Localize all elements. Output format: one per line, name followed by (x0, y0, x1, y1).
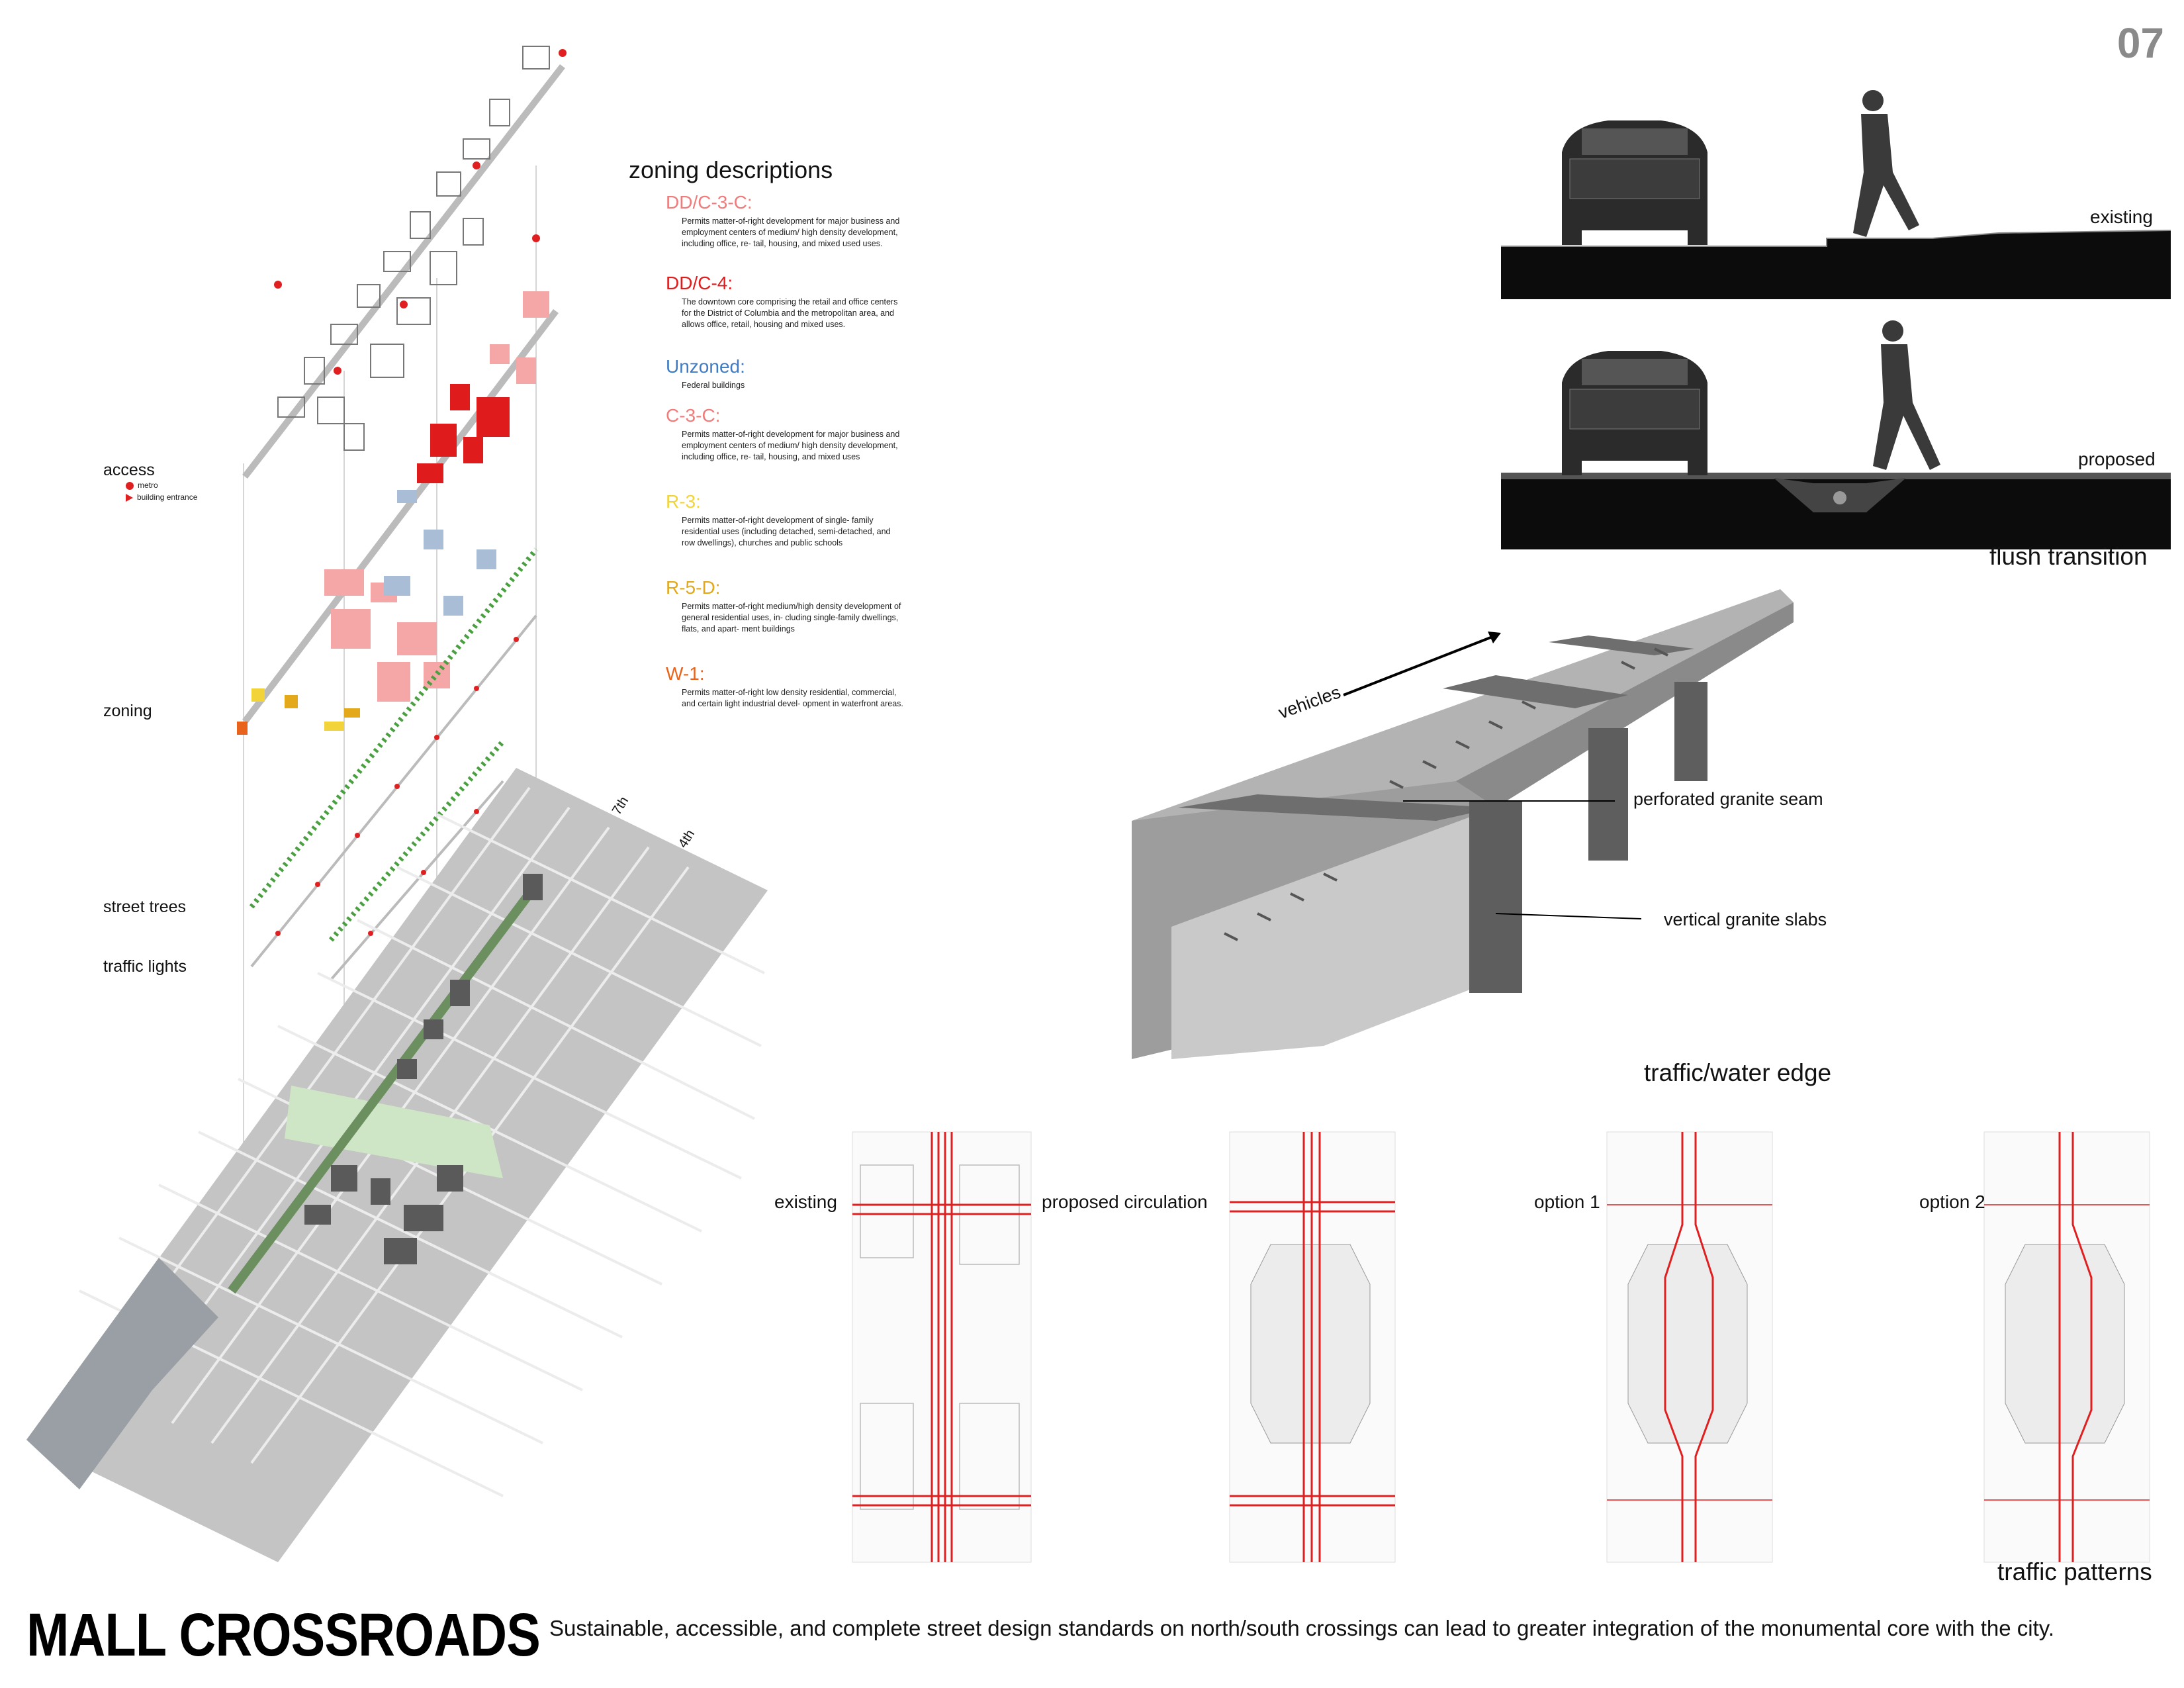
proposed-section-drawing (1501, 320, 2171, 549)
zone-description: Permits matter-of-right development of s… (682, 516, 891, 547)
building-entrance-icon (126, 493, 133, 502)
pedestrian-icon (1873, 320, 1940, 470)
zone-item: W-1: Permits matter-of-right low density… (666, 663, 904, 710)
zone-description: Permits matter-of-right development for … (682, 430, 900, 461)
zone-code: C-3-C: (666, 405, 721, 426)
layer-label-street-trees: street trees (103, 898, 187, 916)
traffic-water-edge-diagram (1132, 589, 1794, 1059)
zone-description: Permits matter-of-right low density resi… (682, 688, 903, 708)
flush-transition-title: flush transition (1989, 543, 2148, 570)
plan-proposed-circulation (1229, 1131, 1396, 1563)
plan-option-1 (1606, 1131, 1773, 1563)
traffic-patterns-title: traffic patterns (1997, 1558, 2152, 1585)
zone-item: C-3-C: Permits matter-of-right developme… (666, 405, 904, 463)
plan-label-existing: existing (774, 1192, 837, 1212)
legend-building-entrance: building entrance (137, 492, 198, 502)
car-icon (1562, 120, 1707, 245)
page-number: 07 (2116, 19, 2164, 67)
city-base-map (26, 768, 768, 1562)
zone-code: R-3: (666, 491, 701, 512)
zone-description: Permits matter-of-right medium/high dens… (682, 602, 901, 633)
pedestrian-icon (1853, 90, 1919, 237)
section-label-proposed: proposed (2078, 449, 2156, 469)
zone-description: The downtown core comprising the retail … (682, 297, 898, 329)
zone-code: DD/C-4: (666, 273, 733, 293)
section-label-existing: existing (2090, 207, 2153, 227)
legend-metro: metro (138, 481, 158, 490)
zone-description: Permits matter-of-right development for … (682, 216, 900, 248)
plan-existing (852, 1131, 1032, 1563)
plan-option-2 (1983, 1131, 2150, 1563)
plan-label-option-2: option 2 (1919, 1192, 1985, 1212)
traffic-water-edge-title: traffic/water edge (1644, 1059, 1832, 1086)
street-trees-layer (249, 547, 539, 942)
zone-item: DD/C-4: The downtown core comprising the… (666, 273, 904, 330)
page-subtitle: Sustainable, accessible, and complete st… (549, 1616, 2055, 1640)
existing-section-drawing (1501, 90, 2171, 299)
zone-item: DD/C-3-C: Permits matter-of-right develo… (666, 192, 904, 250)
car-icon (1562, 351, 1707, 475)
zone-item: R-3: Permits matter-of-right development… (666, 491, 904, 549)
perforated-granite-seam-label: perforated granite seam (1633, 789, 1823, 809)
layer-label-zoning: zoning (103, 702, 152, 720)
layer-label-traffic-lights: traffic lights (103, 957, 187, 976)
zone-code: W-1: (666, 663, 705, 684)
access-layer (242, 46, 565, 479)
zone-item: Unzoned: Federal buildings (666, 356, 904, 391)
zone-description: Federal buildings (682, 381, 745, 390)
traffic-lights-layer (250, 614, 537, 981)
axonometric-layers-diagram (26, 46, 768, 1562)
zone-item: R-5-D: Permits matter-of-right medium/hi… (666, 577, 904, 635)
vertical-granite-slabs-label: vertical granite slabs (1664, 910, 1827, 929)
zone-code: DD/C-3-C: (666, 192, 752, 212)
zoning-layer (237, 291, 559, 735)
plan-label-option-1: option 1 (1534, 1192, 1600, 1212)
zoning-descriptions-title: zoning descriptions (629, 156, 833, 183)
plan-label-proposed-circulation: proposed circulation (1042, 1192, 1208, 1212)
zone-code: R-5-D: (666, 577, 721, 598)
zone-code: Unzoned: (666, 356, 745, 377)
layer-label-access: access (103, 461, 155, 479)
metro-icon (126, 481, 134, 490)
page-title: MALL CROSSROADS (26, 1601, 541, 1669)
traffic-pattern-plans (852, 1131, 2150, 1563)
access-legend: metro building entrance (126, 479, 197, 503)
